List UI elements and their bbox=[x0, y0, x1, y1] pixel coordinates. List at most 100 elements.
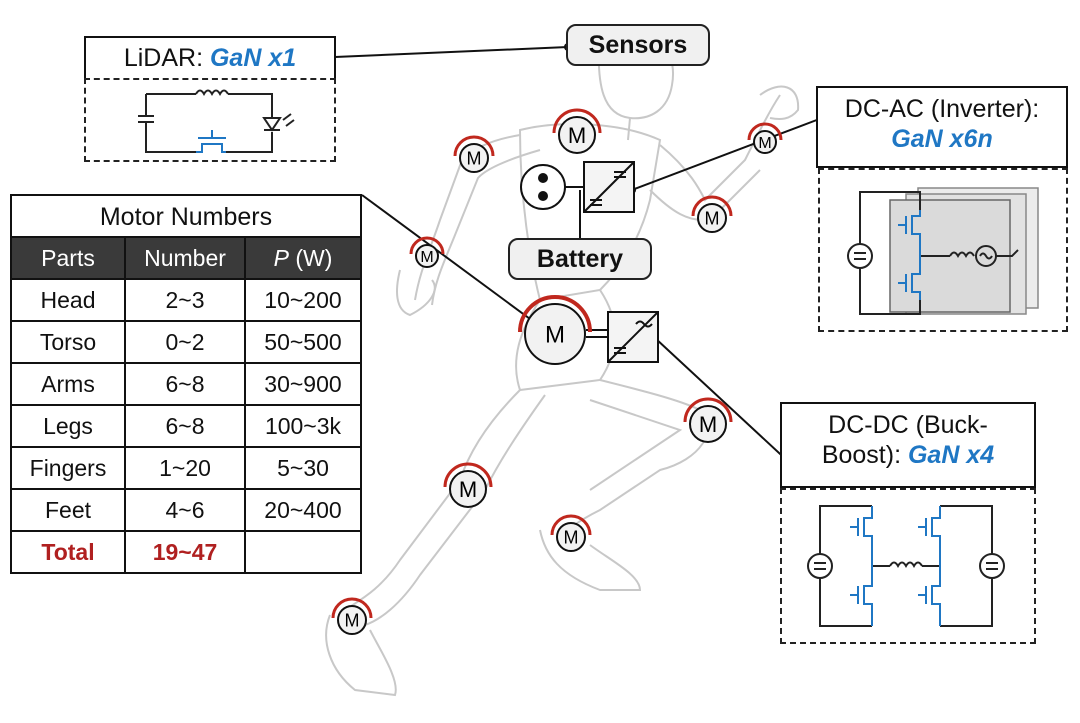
motor-label: M bbox=[545, 322, 565, 349]
motor-label: M bbox=[459, 477, 477, 502]
sensors-text: Sensors bbox=[588, 31, 688, 59]
motor-label: M bbox=[699, 412, 717, 437]
motor-icon: M bbox=[552, 108, 602, 154]
inverter-circuit-diagram bbox=[847, 187, 1039, 315]
motor-icon: M bbox=[550, 514, 592, 552]
motor-body bbox=[697, 203, 727, 233]
cell-power: 100~3k bbox=[244, 404, 362, 448]
header-number: Number bbox=[124, 236, 246, 280]
table-row: Head 2~3 10~200 bbox=[10, 278, 362, 322]
total-label: Total bbox=[10, 530, 126, 574]
rotation-arc bbox=[453, 135, 495, 157]
lidar-title: LiDAR: bbox=[123, 44, 204, 72]
cell-number: 4~6 bbox=[124, 488, 246, 532]
cell-power: 50~500 bbox=[244, 320, 362, 364]
rotation-arc bbox=[518, 295, 592, 333]
motor-icon: M bbox=[409, 236, 445, 268]
cell-number: 2~3 bbox=[124, 278, 246, 322]
rotation-arc bbox=[552, 108, 602, 134]
motor-body bbox=[556, 522, 586, 552]
cell-part: Arms bbox=[10, 362, 126, 406]
table-row: Legs 6~8 100~3k bbox=[10, 404, 362, 448]
motor-body bbox=[415, 244, 439, 268]
motor-body bbox=[524, 303, 586, 365]
header-power-symbol: P bbox=[273, 244, 289, 271]
cell-power: 5~30 bbox=[244, 446, 362, 490]
motor-icon: M bbox=[331, 597, 373, 635]
motor-body bbox=[558, 116, 596, 154]
motor-label: M bbox=[705, 208, 720, 228]
cell-number: 6~8 bbox=[124, 362, 246, 406]
lidar-circuit-diagram bbox=[138, 89, 295, 153]
inverter-title: DC-AC (Inverter): bbox=[844, 95, 1040, 123]
motor-label: M bbox=[467, 148, 482, 168]
total-power bbox=[244, 530, 362, 574]
table-row: Arms 6~8 30~900 bbox=[10, 362, 362, 406]
buckboost-gan-count: GaN x4 bbox=[907, 441, 995, 469]
dc-dc-converter-symbol bbox=[607, 311, 659, 363]
table-row: Feet 4~6 20~400 bbox=[10, 488, 362, 532]
cell-part: Fingers bbox=[10, 446, 126, 490]
motor-icon: M bbox=[518, 295, 592, 365]
table-total-row: Total 19~47 bbox=[10, 530, 362, 574]
lidar-label: LiDAR: GaN x1 bbox=[84, 36, 336, 80]
battery-text: Battery bbox=[536, 245, 624, 273]
motor-table-caption: Motor Numbers bbox=[10, 194, 362, 238]
sensor-symbol bbox=[520, 164, 566, 210]
rotation-arc bbox=[443, 462, 493, 488]
cell-part: Torso bbox=[10, 320, 126, 364]
inverter-circuit-box bbox=[818, 168, 1068, 332]
rotation-arc bbox=[683, 397, 733, 423]
table-row: Torso 0~2 50~500 bbox=[10, 320, 362, 364]
dc-ac-converter-symbol bbox=[583, 161, 635, 213]
cell-part: Head bbox=[10, 278, 126, 322]
motor-body bbox=[459, 143, 489, 173]
motor-label: M bbox=[420, 249, 433, 266]
cell-number: 6~8 bbox=[124, 404, 246, 448]
rotation-arc bbox=[691, 195, 733, 217]
motor-table: Parts Number P (W) Head 2~3 10~200 Torso… bbox=[10, 236, 362, 574]
rotation-arc bbox=[747, 122, 783, 141]
header-parts: Parts bbox=[10, 236, 126, 280]
total-number: 19~47 bbox=[124, 530, 246, 574]
cell-number: 0~2 bbox=[124, 320, 246, 364]
motor-icon: M bbox=[683, 397, 733, 443]
motor-body bbox=[753, 130, 777, 154]
buckboost-title-line1: DC-DC (Buck- bbox=[828, 411, 988, 439]
motor-icon: M bbox=[453, 135, 495, 173]
motor-label: M bbox=[568, 123, 586, 148]
motor-icon: M bbox=[691, 195, 733, 233]
lidar-circuit-box bbox=[84, 78, 336, 162]
header-power: P (W) bbox=[244, 236, 362, 280]
lidar-gan-count: GaN x1 bbox=[209, 44, 297, 72]
buckboost-circuit-box bbox=[780, 488, 1036, 644]
cell-power: 30~900 bbox=[244, 362, 362, 406]
inverter-label: DC-AC (Inverter): GaN x6n bbox=[816, 86, 1068, 168]
motor-label: M bbox=[345, 610, 360, 630]
rotation-arc bbox=[550, 514, 592, 536]
cell-part: Legs bbox=[10, 404, 126, 448]
motor-icon: M bbox=[747, 122, 783, 154]
motor-label: M bbox=[758, 135, 771, 152]
inverter-gan-count: GaN x6n bbox=[891, 125, 993, 153]
rotation-arc bbox=[409, 236, 445, 255]
header-power-unit: (W) bbox=[295, 244, 333, 271]
cell-number: 1~20 bbox=[124, 446, 246, 490]
connector-lines bbox=[334, 46, 823, 466]
buckboost-circuit-diagram bbox=[807, 505, 1005, 627]
rotation-arc bbox=[331, 597, 373, 619]
cell-power: 10~200 bbox=[244, 278, 362, 322]
battery-label: Battery bbox=[508, 238, 652, 280]
motor-body bbox=[449, 470, 487, 508]
motor-group: M M M M M M M M M M bbox=[331, 108, 783, 635]
motor-body bbox=[337, 605, 367, 635]
table-row: Fingers 1~20 5~30 bbox=[10, 446, 362, 490]
sensors-label: Sensors bbox=[566, 24, 710, 66]
buckboost-label: DC-DC (Buck- Boost): GaN x4 bbox=[780, 402, 1036, 488]
motor-label: M bbox=[564, 527, 579, 547]
cell-power: 20~400 bbox=[244, 488, 362, 532]
buckboost-title-line2: Boost): bbox=[821, 441, 902, 469]
motor-body bbox=[689, 405, 727, 443]
motor-table-header-row: Parts Number P (W) bbox=[10, 236, 362, 280]
